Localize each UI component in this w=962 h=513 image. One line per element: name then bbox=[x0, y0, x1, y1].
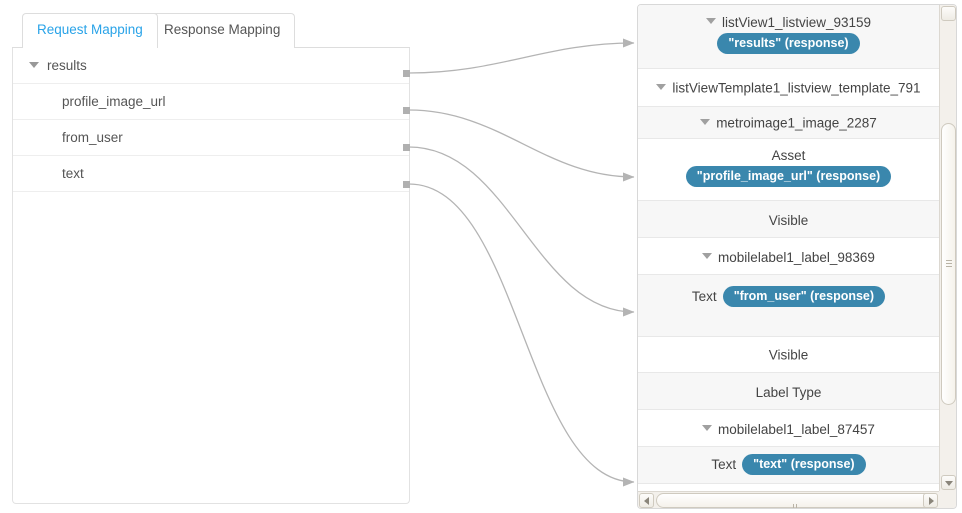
source-tree-row-profile-image-url[interactable]: profile_image_url bbox=[13, 84, 409, 120]
target-row-label: Label Type bbox=[755, 384, 822, 400]
scroll-right-button[interactable] bbox=[923, 493, 938, 508]
chevron-down-icon[interactable] bbox=[656, 84, 667, 91]
source-tree-row-label: profile_image_url bbox=[62, 94, 166, 109]
source-tree-row-label: text bbox=[62, 166, 84, 181]
mapping-badge-from-user[interactable]: "from_user" (response) bbox=[722, 286, 886, 307]
connector-from-user bbox=[408, 146, 635, 317]
target-row-visible-image[interactable]: Visible bbox=[638, 201, 939, 238]
target-row-asset[interactable]: Asset "profile_image_url" (response) bbox=[638, 139, 939, 201]
target-row-label: Visible bbox=[768, 347, 809, 363]
scrollbar-corner bbox=[939, 491, 956, 508]
target-row-label: Asset bbox=[771, 147, 806, 163]
source-tree-row-results[interactable]: results bbox=[13, 48, 409, 84]
scroll-down-button[interactable] bbox=[941, 475, 956, 490]
target-row-listviewtemplate1[interactable]: listViewTemplate1_listview_template_791 bbox=[638, 69, 939, 107]
chevron-down-icon[interactable] bbox=[702, 425, 713, 432]
caret-right-icon bbox=[928, 496, 934, 505]
connector-handle-results[interactable] bbox=[403, 70, 410, 77]
horizontal-scrollbar-thumb[interactable] bbox=[656, 493, 938, 508]
source-tree-row-text[interactable]: text bbox=[13, 156, 409, 192]
chevron-down-icon[interactable] bbox=[29, 62, 39, 69]
caret-down-icon bbox=[944, 480, 953, 486]
target-row-label: Text bbox=[711, 457, 737, 472]
horizontal-scrollbar[interactable] bbox=[638, 491, 939, 508]
grip-icon bbox=[793, 498, 801, 508]
tab-request-mapping-label: Request Mapping bbox=[37, 22, 143, 37]
scroll-up-button[interactable] bbox=[941, 6, 956, 21]
scroll-left-button[interactable] bbox=[639, 493, 654, 508]
target-row-label: metroimage1_image_2287 bbox=[716, 115, 877, 131]
source-tree: results profile_image_url from_user text bbox=[12, 48, 410, 504]
vertical-scrollbar[interactable] bbox=[939, 5, 956, 491]
target-row-mobilelabel1-87457[interactable]: mobilelabel1_label_87457 bbox=[638, 410, 939, 447]
tab-response-mapping[interactable]: Response Mapping bbox=[149, 13, 296, 48]
vertical-scrollbar-thumb[interactable] bbox=[941, 123, 956, 405]
target-row-label: listViewTemplate1_listview_template_791 bbox=[672, 80, 921, 96]
grip-icon bbox=[945, 260, 952, 268]
connector-profile-image-url bbox=[408, 109, 635, 182]
mapping-badge-profile-image-url[interactable]: "profile_image_url" (response) bbox=[685, 165, 892, 187]
connector-handle-from-user[interactable] bbox=[403, 144, 410, 151]
chevron-down-icon[interactable] bbox=[702, 253, 713, 260]
mapping-badge-text[interactable]: "text" (response) bbox=[742, 454, 866, 475]
request-mapping-panel: Request Mapping Response Mapping results… bbox=[12, 10, 410, 504]
target-row-label: mobilelabel1_label_98369 bbox=[718, 249, 875, 265]
connector-results bbox=[408, 38, 635, 74]
target-row-label-type[interactable]: Label Type bbox=[638, 373, 939, 410]
target-tree-viewport: listView1_listview_93159 "results" (resp… bbox=[638, 5, 939, 491]
connector-text bbox=[408, 183, 635, 487]
target-row-listview1[interactable]: listView1_listview_93159 "results" (resp… bbox=[638, 5, 939, 69]
source-tree-row-from-user[interactable]: from_user bbox=[13, 120, 409, 156]
target-row-mobilelabel1-98369[interactable]: mobilelabel1_label_98369 bbox=[638, 238, 939, 275]
target-row-visible-label[interactable]: Visible bbox=[638, 337, 939, 373]
tab-strip: Request Mapping Response Mapping bbox=[12, 10, 410, 48]
source-tree-row-label: results bbox=[47, 58, 87, 73]
target-row-label: listView1_listview_93159 bbox=[721, 14, 872, 30]
connector-handle-text[interactable] bbox=[403, 181, 410, 188]
target-row-label: mobilelabel1_label_87457 bbox=[718, 421, 875, 437]
chevron-down-icon[interactable] bbox=[705, 18, 716, 25]
target-row-label: Text bbox=[691, 289, 717, 304]
tab-request-mapping[interactable]: Request Mapping bbox=[22, 13, 158, 48]
target-row-text-text[interactable]: Text "text" (response) bbox=[638, 447, 939, 484]
caret-left-icon bbox=[643, 496, 649, 505]
target-row-label: Visible bbox=[768, 212, 809, 228]
chevron-down-icon[interactable] bbox=[700, 119, 711, 126]
target-row-metroimage1[interactable]: metroimage1_image_2287 bbox=[638, 107, 939, 139]
target-row-text-from-user[interactable]: Text "from_user" (response) bbox=[638, 275, 939, 337]
source-tree-row-label: from_user bbox=[62, 130, 123, 145]
connector-handle-profile-image-url[interactable] bbox=[403, 107, 410, 114]
mapping-badge-results[interactable]: "results" (response) bbox=[717, 32, 860, 54]
tab-response-mapping-label: Response Mapping bbox=[164, 22, 281, 37]
target-tree-panel: listView1_listview_93159 "results" (resp… bbox=[637, 4, 957, 509]
